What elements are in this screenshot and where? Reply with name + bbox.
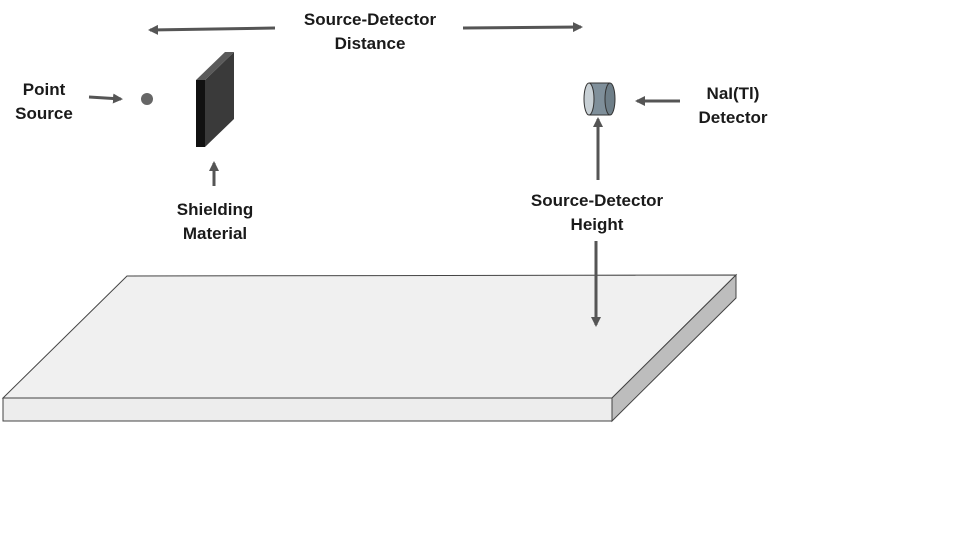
point-source-dot xyxy=(141,93,153,105)
point-source-label: Point Source xyxy=(15,80,73,123)
shielding-block-top xyxy=(196,52,234,80)
detector-cylinder xyxy=(583,82,616,116)
shielding-material-label: Shielding Material xyxy=(176,200,254,243)
distance-arrow-left xyxy=(148,24,276,35)
ground-plane-side xyxy=(611,273,737,423)
shielding-block-front xyxy=(196,80,205,147)
distance-arrow-right xyxy=(462,22,583,33)
source-detector-distance-label: Source-Detector Distance xyxy=(303,10,437,53)
ground-plane-top xyxy=(1,274,738,399)
source-detector-height-label: Source-Detector Height xyxy=(530,191,664,234)
shielding-block xyxy=(196,52,234,147)
shielding-block-side xyxy=(205,52,234,147)
ground-plane-front xyxy=(2,397,613,422)
detector-label: NaI(Tl) Detector xyxy=(698,84,768,127)
ground-plane xyxy=(1,273,738,423)
point-source-arrow xyxy=(88,93,123,104)
